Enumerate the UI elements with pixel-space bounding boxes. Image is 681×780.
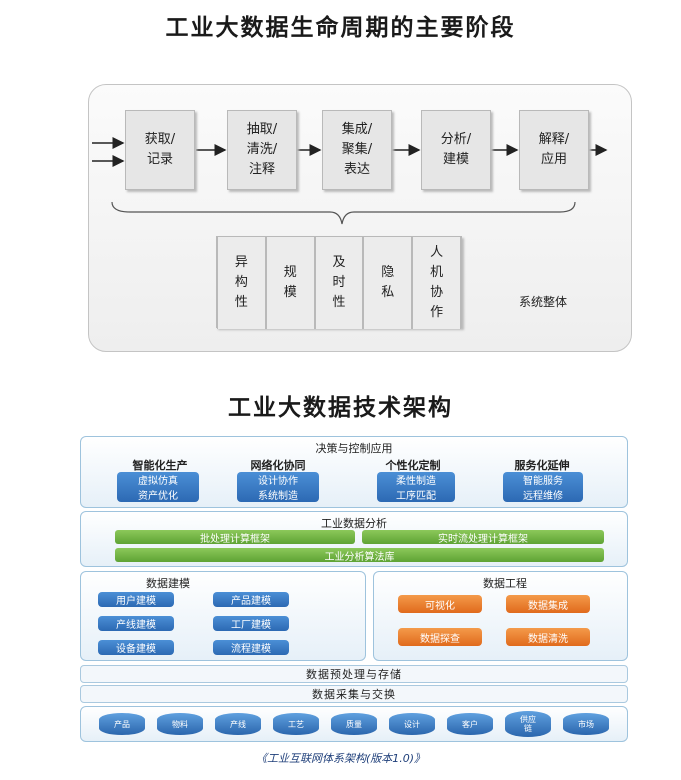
eng-visualization: 可视化: [398, 595, 482, 613]
stage-extract: 抽取/ 清洗/ 注释: [227, 110, 297, 190]
stream-framework: 实时流处理计算框架: [362, 530, 604, 545]
group-smart-production: 智能化生产: [132, 459, 188, 472]
system-label: 系统整体: [519, 295, 568, 309]
stage-acquire: 获取/ 记录: [125, 110, 195, 190]
attr-heterogeneity: 异 构 性: [217, 237, 266, 329]
engineering-title: 数据工程: [483, 577, 527, 590]
model-line: 产线建模: [98, 616, 174, 631]
attr-human-collab: 人 机 协 作: [412, 237, 461, 329]
model-product: 产品建模: [213, 592, 289, 607]
group-service-extension: 服务化延伸: [514, 459, 570, 472]
stage-analyze: 分析/ 建模: [421, 110, 491, 190]
preprocess-storage-bar: 数据预处理与存储: [80, 665, 628, 683]
decision-title: 决策与控制应用: [315, 442, 393, 455]
analysis-title: 工业数据分析: [321, 517, 387, 530]
source-customer: 客户: [447, 713, 493, 735]
source-line: 产线: [215, 713, 261, 735]
source-supply-chain: 供应 链: [505, 711, 551, 737]
modeling-title: 数据建模: [146, 577, 190, 590]
stage-interpret: 解释/ 应用: [519, 110, 589, 190]
algorithm-library: 工业分析算法库: [115, 548, 604, 563]
eng-integration: 数据集成: [506, 595, 590, 613]
collection-exchange-bar: 数据采集与交换: [80, 685, 628, 703]
group-service-extension-items: 智能服务 远程维修: [503, 472, 583, 502]
attr-scale: 规 模: [265, 237, 315, 329]
source-material: 物料: [157, 713, 203, 735]
source-product: 产品: [99, 713, 145, 735]
lifecycle-title: 工业大数据生命周期的主要阶段: [165, 15, 516, 41]
group-network-collab: 网络化协同: [250, 459, 306, 472]
model-user: 用户建模: [98, 592, 174, 607]
architecture-title: 工业大数据技术架构: [228, 395, 453, 421]
source-design: 设计: [389, 713, 435, 735]
attr-privacy: 隐 私: [363, 237, 413, 329]
group-network-collab-items: 设计协作 系统制造: [237, 472, 319, 502]
engineering-panel: [373, 571, 628, 661]
eng-exploration: 数据探查: [398, 628, 482, 646]
model-process: 流程建模: [213, 640, 289, 655]
group-smart-production-items: 虚拟仿真 资产优化: [117, 472, 199, 502]
group-customization: 个性化定制: [385, 459, 441, 472]
source-market: 市场: [563, 713, 609, 735]
model-factory: 工厂建模: [213, 616, 289, 631]
challenge-attributes: 异 构 性 规 模 及 时 性 隐 私 人 机 协 作: [216, 236, 462, 329]
source-craft: 工艺: [273, 713, 319, 735]
attr-timeliness: 及 时 性: [314, 237, 364, 329]
source-quality: 质量: [331, 713, 377, 735]
model-equipment: 设备建模: [98, 640, 174, 655]
stage-integrate: 集成/ 聚集/ 表达: [322, 110, 392, 190]
source-caption: 《工业互联网体系架构(版本1.0)》: [255, 752, 426, 765]
batch-framework: 批处理计算框架: [115, 530, 355, 545]
group-customization-items: 柔性制造 工序匹配: [377, 472, 455, 502]
eng-cleaning: 数据清洗: [506, 628, 590, 646]
lifecycle-arrows: [92, 137, 608, 225]
brace: [111, 201, 576, 225]
